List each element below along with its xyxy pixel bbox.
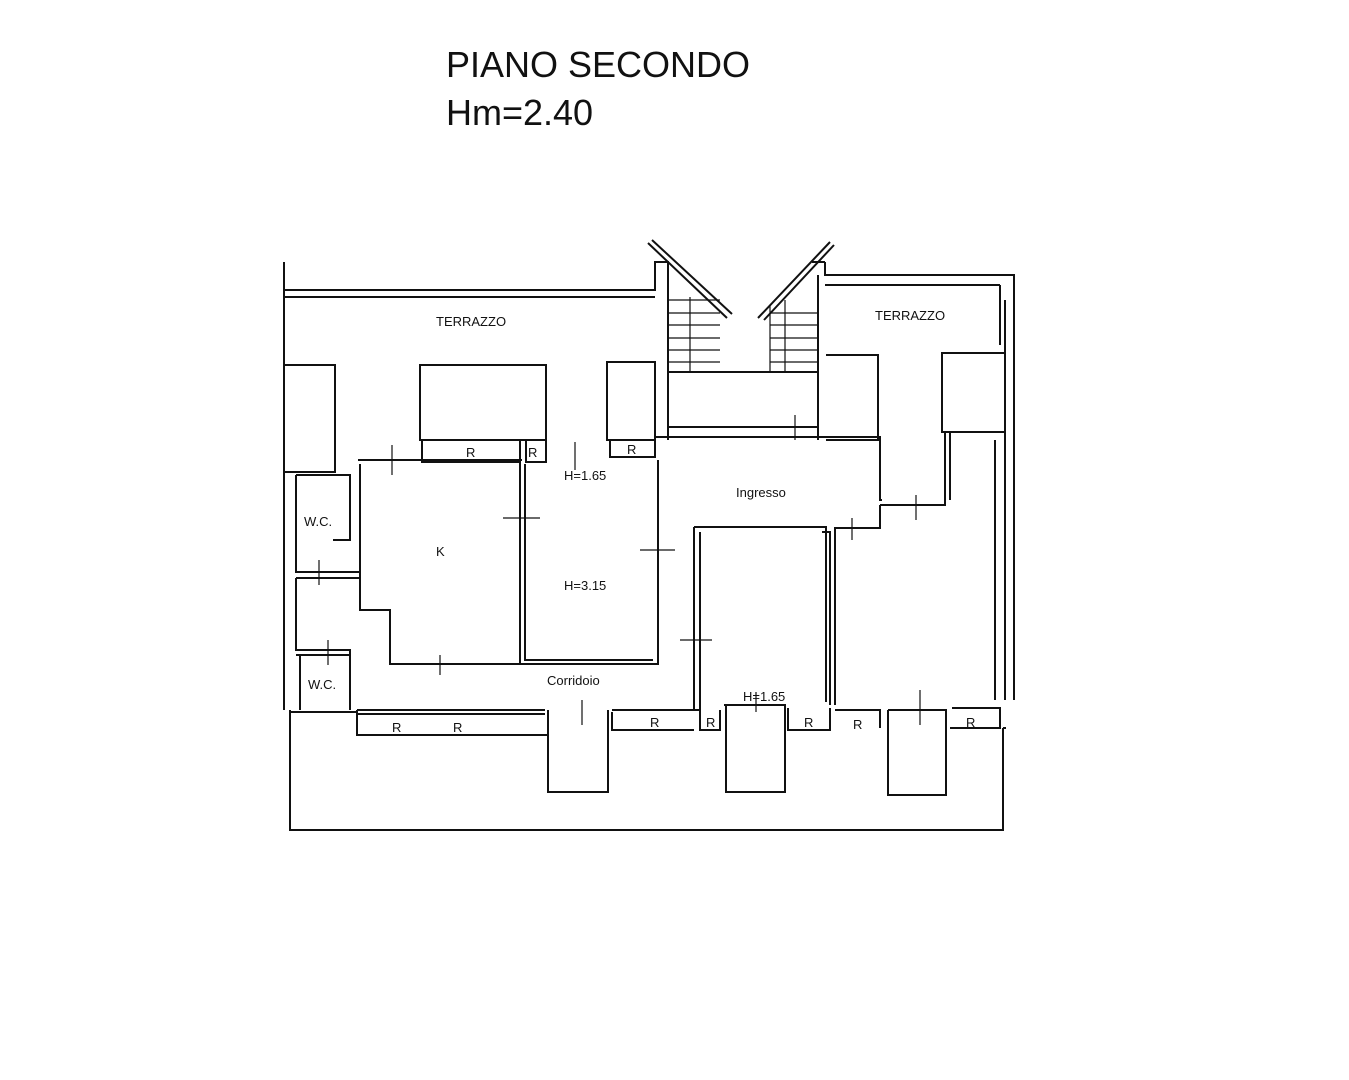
mean-height-label: Hm=2.40 xyxy=(446,92,594,133)
corridoio-label: Corridoio xyxy=(547,673,600,688)
r-label: R xyxy=(627,442,636,457)
r-label: R xyxy=(853,717,862,732)
r-label: R xyxy=(966,715,975,730)
height-room-label: H=3.15 xyxy=(564,578,606,593)
r-label: R xyxy=(804,715,813,730)
ingresso-label: Ingresso xyxy=(736,485,786,500)
walls xyxy=(283,239,1015,831)
r-label: R xyxy=(706,715,715,730)
height-bottom-label: H=1.65 xyxy=(743,689,785,704)
wc-lower-label: W.C. xyxy=(308,677,336,692)
r-label: R xyxy=(392,720,401,735)
terrazzo-left-label: TERRAZZO xyxy=(436,314,506,329)
plan-title: PIANO SECONDO xyxy=(446,44,751,85)
kitchen-label: K xyxy=(436,544,445,559)
r-label: R xyxy=(528,445,537,460)
terrazzo-right-label: TERRAZZO xyxy=(875,308,945,323)
height-top-label: H=1.65 xyxy=(564,468,606,483)
r-label: R xyxy=(466,445,475,460)
r-label: R xyxy=(453,720,462,735)
wc-upper-label: W.C. xyxy=(304,514,332,529)
r-label: R xyxy=(650,715,659,730)
